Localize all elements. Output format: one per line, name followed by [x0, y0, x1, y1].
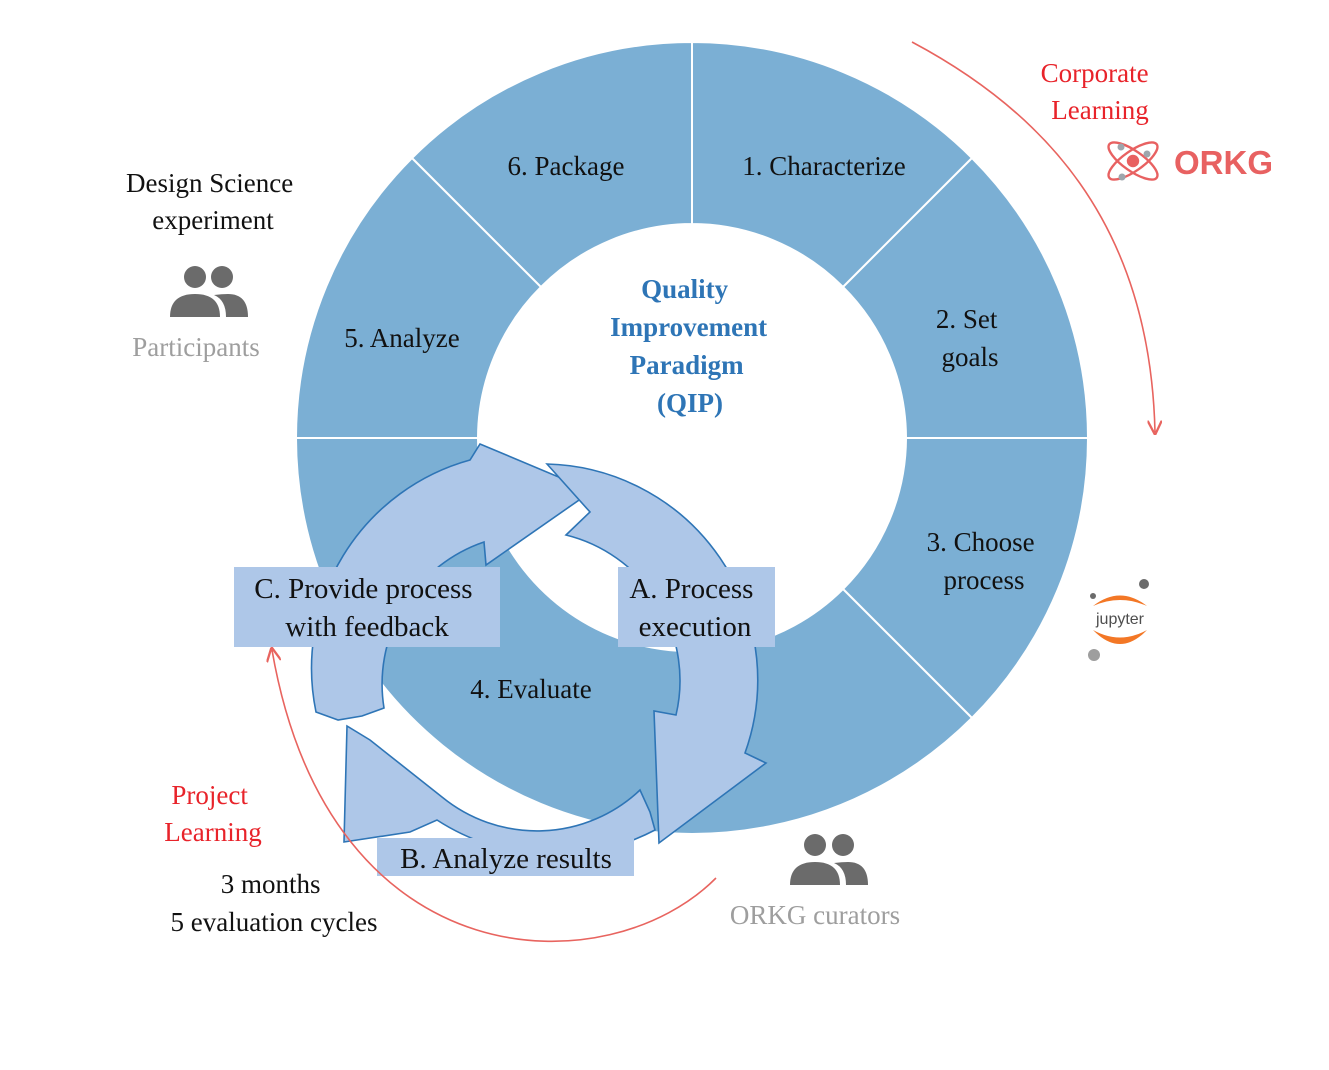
- jupyter-logo-text: jupyter: [1095, 611, 1145, 628]
- orkg-logo-text: ORKG: [1174, 144, 1273, 181]
- label-box-analyze-results: [377, 838, 634, 876]
- segment-label-choose-process: 3. Choose process: [927, 527, 1042, 595]
- label-box-provide-feedback: [234, 567, 500, 647]
- ring-segment-set-goals: [841, 156, 1090, 439]
- segment-label-package: 6. Package: [508, 151, 625, 181]
- ring-segment-package: [410, 40, 693, 289]
- ring-segment-characterize: [691, 40, 974, 289]
- segment-label-set-goals: 2. Set goals: [936, 304, 1004, 372]
- cycle-label-provide-feedback: C. Provide process with feedback: [254, 573, 480, 643]
- curators-icon: [790, 834, 868, 885]
- inner-cycle: [310, 442, 768, 856]
- curators-label: ORKG curators: [730, 900, 900, 930]
- label-box-process-execution: [618, 567, 775, 647]
- participants-icon: [170, 266, 248, 317]
- ring-segment-analyze: [294, 156, 543, 439]
- center-title: Quality Improvement Paradigm (QIP): [610, 274, 774, 418]
- corporate-learning-label: Corporate Learning: [1041, 58, 1156, 125]
- jupyter-logo: jupyter: [1088, 579, 1149, 661]
- project-learning-arrow: [272, 650, 717, 943]
- segment-label-evaluate: 4. Evaluate: [470, 674, 591, 704]
- orkg-logo: ORKG: [1107, 141, 1273, 181]
- participants-label: Participants: [132, 332, 259, 362]
- segment-label-analyze: 5. Analyze: [344, 323, 459, 353]
- orkg-atom-icon: [1107, 141, 1159, 181]
- project-duration-label: 3 months 5 evaluation cycles: [171, 869, 378, 937]
- segment-label-characterize: 1. Characterize: [742, 151, 905, 181]
- design-science-label: Design Science experiment: [126, 168, 300, 235]
- cycle-label-process-execution: A. Process execution: [629, 573, 760, 643]
- project-learning-label: Project Learning: [164, 780, 261, 847]
- corporate-learning-arrow: [911, 41, 1155, 432]
- qip-ring: [294, 40, 1090, 835]
- ring-segment-choose-process: [841, 437, 1090, 720]
- cycle-label-analyze-results: B. Analyze results: [400, 843, 612, 875]
